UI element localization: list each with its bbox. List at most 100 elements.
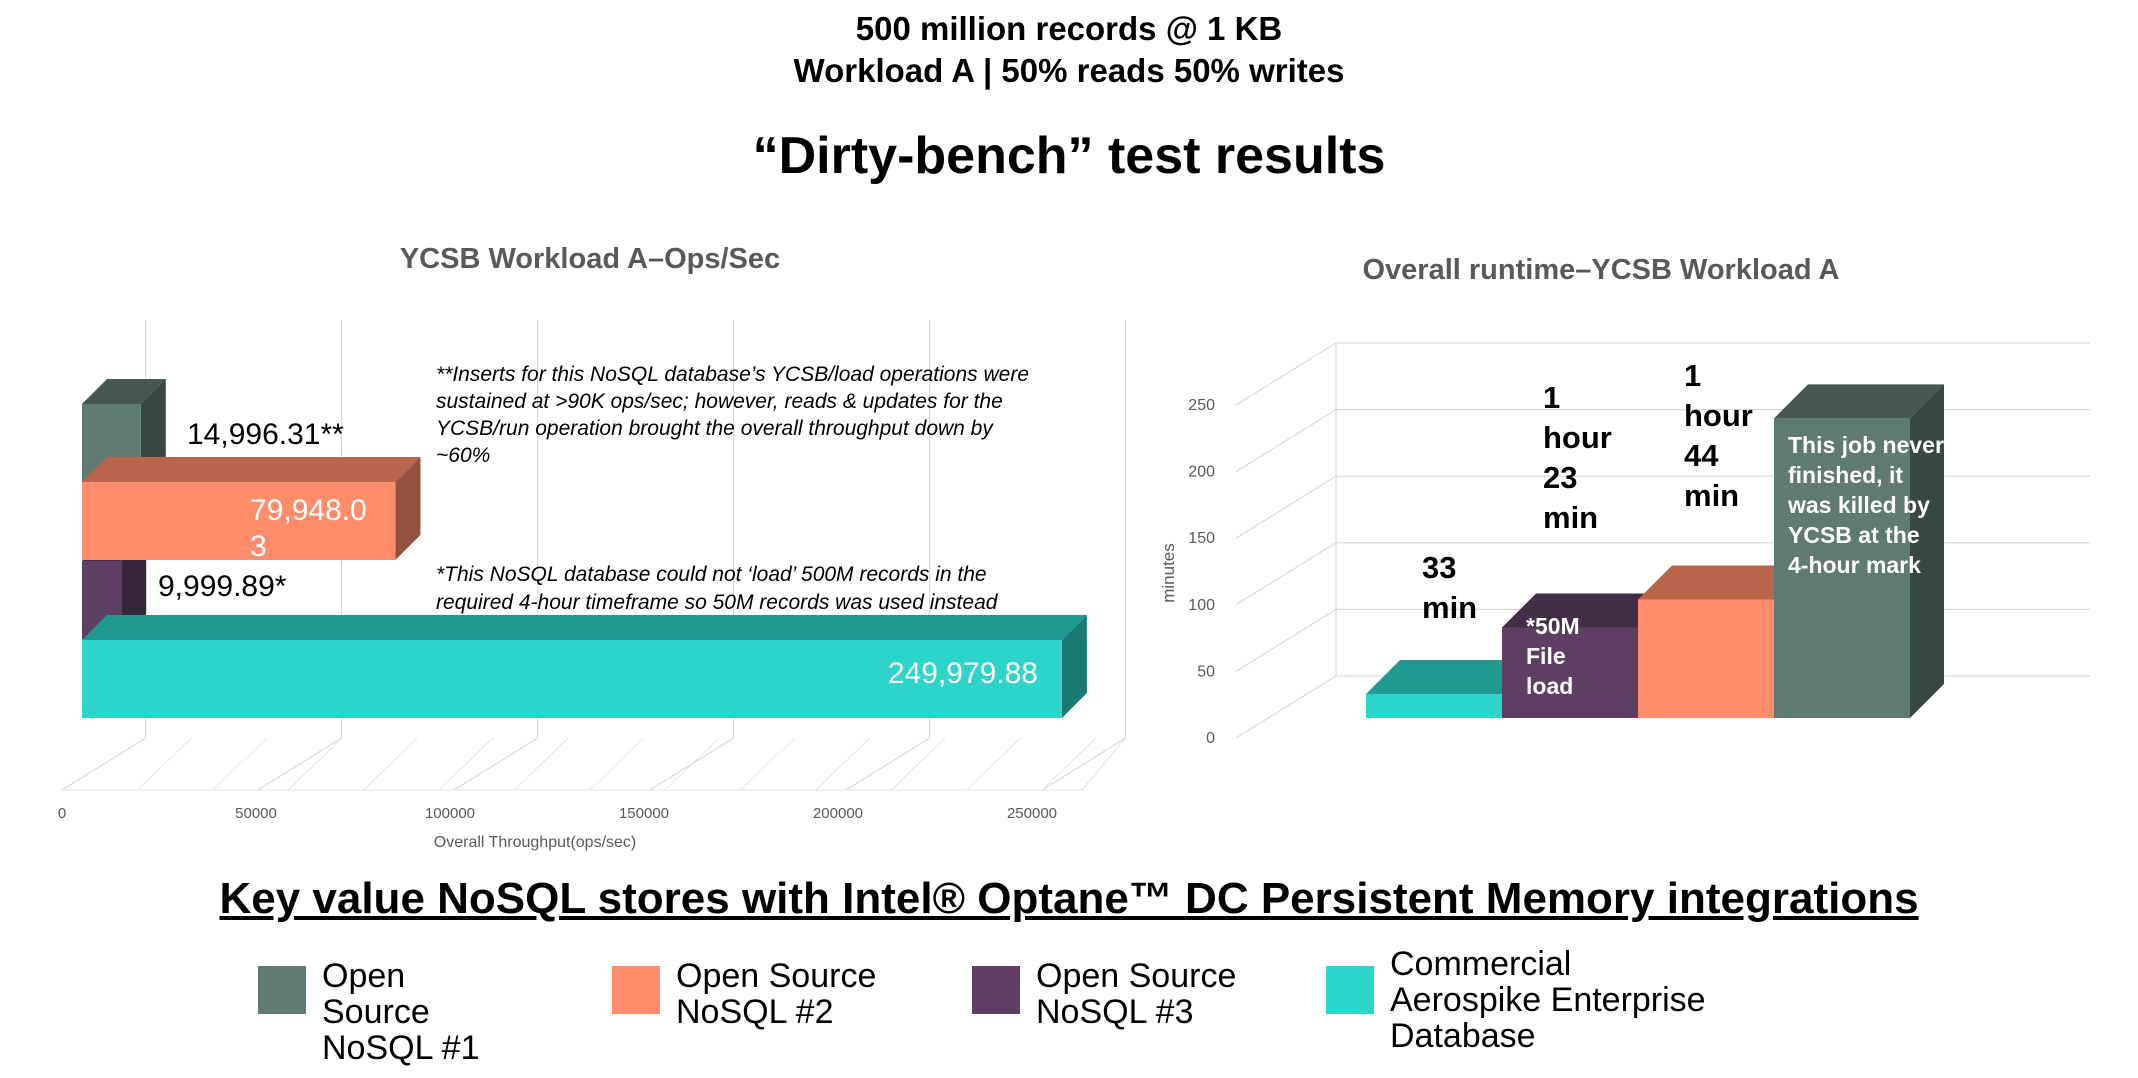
throughput-floor-gridline	[61, 737, 146, 791]
runtime-bar-side-os1	[1910, 384, 1944, 718]
throughput-floor-gridline	[453, 737, 538, 791]
legend-swatch-os3	[972, 966, 1020, 1014]
note-throughput-os3: required 4-hour timeframe so 50M records…	[436, 591, 999, 614]
note-throughput-os1: sustained at >90K ops/sec; however, read…	[436, 390, 1003, 413]
runtime-side-gridline	[1235, 675, 1337, 739]
runtime-bar-top-label-os3: 1	[1543, 380, 1560, 415]
runtime-bar-top-label-os3: hour	[1543, 420, 1612, 455]
runtime-side-gridline	[1235, 409, 1337, 473]
runtime-bar-top-label-os3: 23	[1543, 460, 1577, 495]
runtime-bar-top-label-os2: min	[1684, 478, 1739, 513]
throughput-tick-label: 100000	[425, 805, 475, 822]
bar-top-aerospike	[82, 615, 1087, 640]
runtime-bar-inner-label-os3: File	[1526, 643, 1566, 669]
throughput-tick-label: 250000	[1007, 805, 1057, 822]
throughput-floor-minor-gridline	[815, 737, 871, 791]
runtime-chart-title: Overall runtime–YCSB Workload A	[1362, 254, 1839, 286]
bar-side-aerospike	[1061, 615, 1087, 718]
runtime-bar-top-label-aerospike: min	[1422, 590, 1477, 625]
throughput-floor-minor-gridline	[740, 737, 795, 791]
runtime-side-gridline	[1235, 608, 1337, 672]
throughput-floor-gridline	[257, 737, 342, 791]
bar-label-os2: 79,948.0	[250, 494, 367, 527]
runtime-bar-top-label-os2: 44	[1684, 438, 1719, 473]
throughput-floor-minor-gridline	[589, 737, 645, 791]
legend-swatch-aerospike	[1326, 966, 1374, 1014]
header-line-2: Workload A | 50% reads 50% writes	[793, 52, 1345, 89]
runtime-bar-top-os1	[1774, 384, 1944, 419]
runtime-bar-inner-label-os1: finished, it	[1788, 462, 1903, 488]
throughput-chart: YCSB Workload A–Ops/Sec 0 50000 100000 15000…	[58, 243, 1127, 851]
runtime-tick-label: 250	[1188, 397, 1215, 414]
bar-aerospike	[82, 640, 1062, 718]
header-line-1: 500 million records @ 1 KB	[855, 10, 1283, 47]
charts-canvas: YCSB Workload A–Ops/Sec 0 50000 100000 15000…	[58, 243, 2090, 851]
runtime-side-gridline	[1235, 475, 1337, 539]
throughput-axis-label: Overall Throughput(ops/sec)	[434, 834, 636, 851]
runtime-bar-top-label-os3: min	[1543, 500, 1598, 535]
throughput-floor-minor-gridline	[1041, 737, 1097, 791]
throughput-floor-minor-gridline	[137, 737, 192, 791]
runtime-bar-top-os2	[1638, 565, 1808, 600]
legend-item-aerospike: Commercial Aerospike Enterprise Database	[1326, 946, 1730, 1054]
bar-side-os2	[395, 457, 421, 560]
throughput-floor-minor-gridline	[966, 737, 1021, 791]
bar-side-os1	[140, 379, 166, 482]
throughput-floor-gridline	[845, 737, 930, 791]
legend-item-os2: Open Source NoSQL #2	[612, 958, 896, 1030]
bar-top-os2	[82, 457, 421, 482]
runtime-bar-inner-label-os3: load	[1526, 673, 1573, 699]
note-throughput-os1: ~60%	[436, 444, 490, 467]
bar-label-aerospike: 249,979.88	[888, 657, 1038, 690]
legend-item-os1: Open Source NoSQL #1	[258, 958, 492, 1066]
runtime-side-gridline	[1235, 542, 1337, 606]
note-throughput-os3: *This NoSQL database could not ‘load’ 50…	[436, 563, 987, 586]
legend-label-os2: Open Source NoSQL #2	[676, 957, 877, 1031]
throughput-floor-minor-gridline	[438, 737, 494, 791]
runtime-side-gridline	[1235, 342, 1337, 406]
runtime-tick-label: 100	[1188, 597, 1215, 614]
runtime-axis-label: minutes	[1159, 543, 1178, 603]
runtime-bar-inner-label-os3: *50M	[1526, 613, 1580, 639]
throughput-floor-gridline	[1041, 737, 1126, 791]
page-title: “Dirty-bench” test results	[752, 127, 1386, 185]
runtime-bar-front-os2	[1638, 599, 1774, 718]
legend-item-os3: Open Source NoSQL #3	[972, 958, 1256, 1030]
runtime-bar-front-aerospike	[1366, 694, 1502, 718]
runtime-bar-top-os3	[1502, 593, 1672, 628]
runtime-tick-label: 50	[1197, 663, 1215, 680]
throughput-floor-minor-gridline	[287, 737, 343, 791]
legend-swatch-os2	[612, 966, 660, 1014]
runtime-bar-top-aerospike	[1366, 660, 1536, 695]
runtime-bar-top-label-os2: 1	[1684, 358, 1701, 393]
bar-label-os2-wrap: 3	[250, 530, 267, 563]
legend-title: Key value NoSQL stores with Intel® Optan…	[219, 874, 1919, 923]
legend-label-aerospike: Commercial Aerospike Enterprise Database	[1390, 945, 1706, 1055]
legend-swatch-os1	[258, 966, 306, 1014]
throughput-tick-label: 150000	[619, 805, 669, 822]
runtime-bar-inner-label-os1: was killed by	[1787, 492, 1930, 518]
runtime-chart: Overall runtime–YCSB Workload A minutes 0 5…	[1159, 254, 2090, 747]
runtime-tick-label: 200	[1188, 464, 1215, 481]
throughput-floor-minor-gridline	[212, 737, 268, 791]
throughput-floor-minor-gridline	[363, 737, 418, 791]
bar-os2	[82, 482, 396, 560]
bar-label-os1: 14,996.31**	[187, 418, 344, 451]
throughput-tick-label: 0	[58, 805, 66, 822]
throughput-chart-title: YCSB Workload A–Ops/Sec	[400, 243, 780, 275]
runtime-bar-front-os3	[1502, 627, 1638, 718]
runtime-bar-top-label-aerospike: 33	[1422, 550, 1456, 585]
bar-side-os3	[121, 536, 147, 639]
throughput-tick-label: 200000	[813, 805, 863, 822]
runtime-bar-top-label-os2: hour	[1684, 398, 1753, 433]
runtime-tick-label: 150	[1188, 530, 1215, 547]
note-throughput-os1: YCSB/run operation brought the overall t…	[436, 417, 994, 440]
runtime-bar-inner-label-os1: This job never	[1788, 432, 1944, 458]
runtime-bar-front-os1	[1774, 418, 1910, 718]
bar-label-os3: 9,999.89*	[158, 570, 287, 603]
runtime-tick-label: 0	[1206, 730, 1215, 747]
bar-top-os1	[82, 379, 166, 404]
throughput-tick-label: 50000	[235, 805, 277, 822]
throughput-floor-right-edge	[1081, 737, 1126, 791]
note-throughput-os1: **Inserts for this NoSQL database’s YCSB…	[436, 363, 1029, 386]
